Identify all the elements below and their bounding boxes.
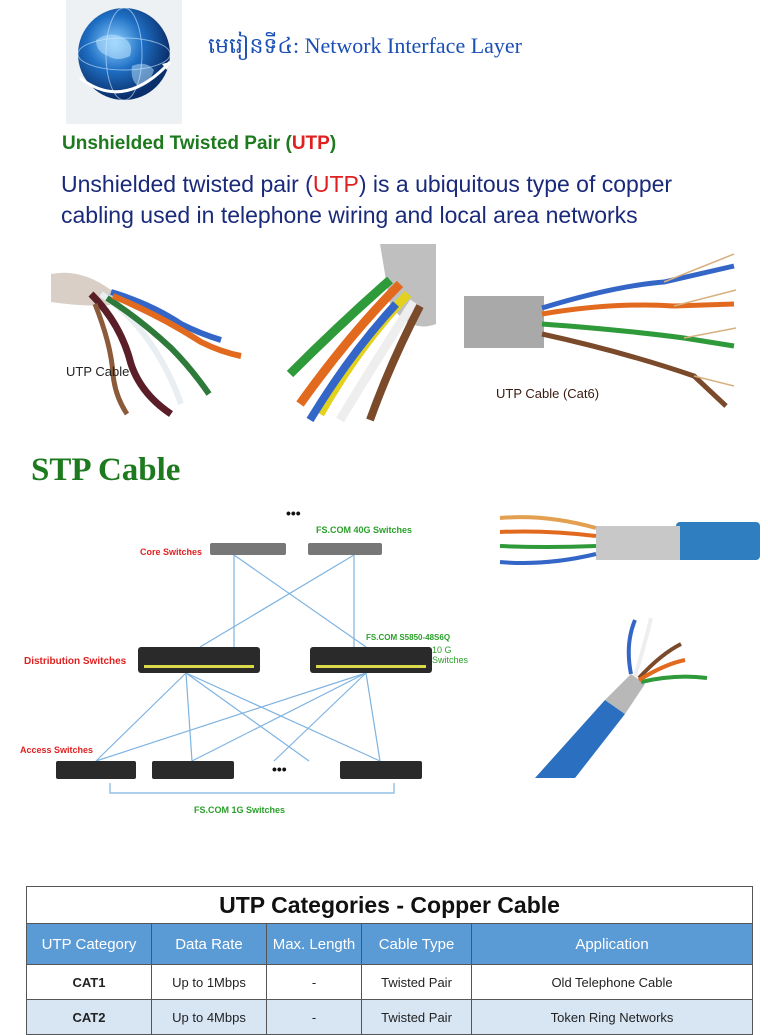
utp-caption-1: UTP Cable <box>66 364 130 379</box>
distribution-switches-label: Distribution Switches <box>24 656 127 667</box>
table-row: CAT1 Up to 1Mbps - Twisted Pair Old Tele… <box>26 964 754 1000</box>
utp-categories-table: UTP Categories - Copper Cable UTP Catego… <box>25 886 754 1035</box>
stp-cable-photo-1 <box>496 508 760 582</box>
distribution-model-label: FS.COM S5850-48S6Q <box>366 633 451 642</box>
header-data-rate: Data Rate <box>151 923 267 965</box>
utp-title-prefix: Unshielded Twisted Pair ( <box>62 133 292 154</box>
cell-data-rate: Up to 4Mbps <box>151 999 267 1035</box>
header-max-length: Max. Length <box>266 923 362 965</box>
globe-icon <box>66 0 182 124</box>
cell-category: CAT2 <box>26 999 152 1035</box>
cell-category: CAT1 <box>26 964 152 1000</box>
table-row: CAT2 Up to 4Mbps - Twisted Pair Token Ri… <box>26 999 754 1035</box>
utp-title-suffix: ) <box>329 133 337 154</box>
access-model-label: FS.COM 1G Switches <box>194 805 286 815</box>
diagram-dots-top: ••• <box>286 505 301 521</box>
table-header-row: UTP Category Data Rate Max. Length Cable… <box>26 923 754 965</box>
utp-title: Unshielded Twisted Pair (UTP) <box>62 133 336 155</box>
table-caption: UTP Categories - Copper Cable <box>25 886 754 924</box>
table-caption-row: UTP Categories - Copper Cable <box>25 886 754 924</box>
cell-cable-type: Twisted Pair <box>361 999 472 1035</box>
cell-application: Old Telephone Cable <box>470 964 754 1000</box>
cell-data-rate: Up to 1Mbps <box>151 964 267 1000</box>
page-title: មេរៀនទី៤: Network Interface Layer <box>208 33 523 58</box>
core-model-label: FS.COM 40G Switches <box>316 525 413 535</box>
stp-cable-photo-2 <box>535 614 715 778</box>
utp-description: Unshielded twisted pair (UTP) is a ubiqu… <box>61 169 721 231</box>
utp-cable-photo-2 <box>270 244 436 424</box>
utp-caption-3: UTP Cable (Cat6) <box>496 386 600 401</box>
utp-desc-highlight: UTP <box>312 171 359 197</box>
header-utp-category: UTP Category <box>26 923 152 965</box>
tenG-label-line1: 10 G <box>432 645 452 655</box>
utp-cable-photo-1 <box>51 264 247 422</box>
cell-cable-type: Twisted Pair <box>361 964 472 1000</box>
core-switches-label: Core Switches <box>140 547 203 557</box>
cell-application: Token Ring Networks <box>470 999 754 1035</box>
network-diagram: ••• Core Switches FS.COM 40G Switches Di… <box>14 505 484 820</box>
tenG-label-line2: Switches <box>432 655 469 665</box>
diagram-dots-bottom: ••• <box>272 761 287 777</box>
utp-desc-part1: Unshielded twisted pair ( <box>61 171 313 197</box>
utp-cable-photo-3 <box>464 246 740 416</box>
header-application: Application <box>470 923 754 965</box>
access-switches-label: Access Switches <box>20 745 94 755</box>
cell-max-length: - <box>266 964 362 1000</box>
utp-desc-part2: ) is a ubiquitous type of copper cabling… <box>61 171 673 228</box>
header-cable-type: Cable Type <box>361 923 472 965</box>
cell-max-length: - <box>266 999 362 1035</box>
stp-title: STP Cable <box>31 452 181 488</box>
utp-title-highlight: UTP <box>291 133 330 154</box>
